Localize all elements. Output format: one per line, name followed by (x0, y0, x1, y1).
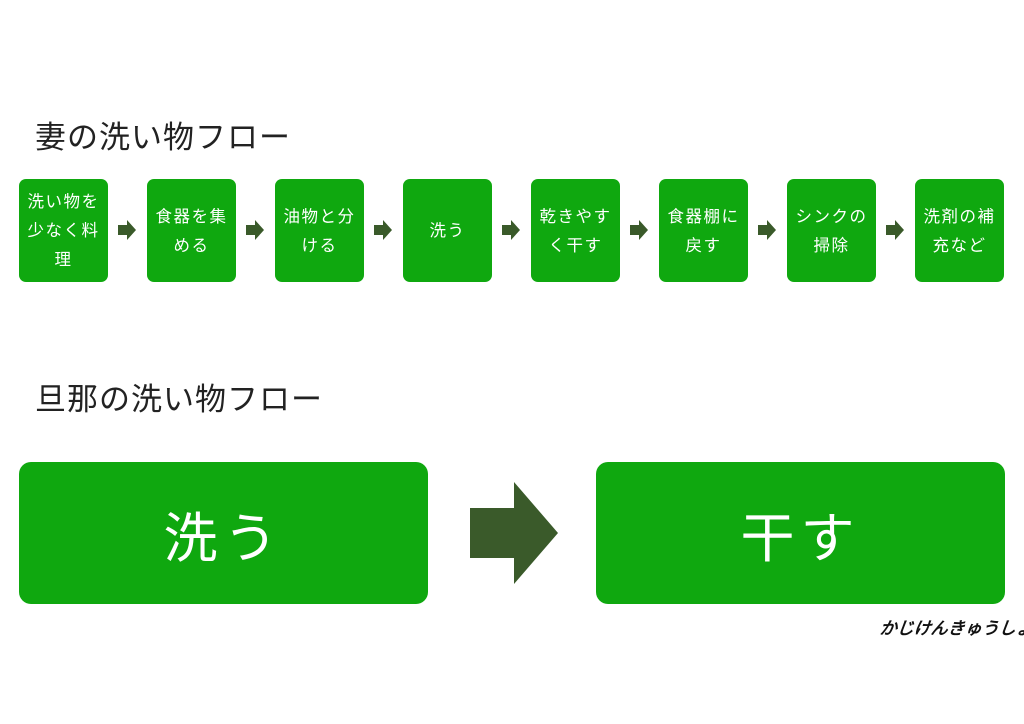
husband-step-label: 干す (740, 506, 861, 570)
arrow-right-icon (630, 220, 648, 240)
wife-step-label: シンクの掃除 (795, 206, 868, 255)
wife-step-2: 食器を集める (147, 179, 236, 282)
husband-step-2: 干す (596, 462, 1005, 604)
husband-flow-title: 旦那の洗い物フロー (35, 382, 323, 418)
arrow-right-icon (374, 220, 392, 240)
arrow-right-icon (758, 220, 776, 240)
wife-step-label: 洗う (429, 221, 466, 240)
wife-step-label: 洗い物を少なく料理 (27, 192, 100, 269)
brand-logo: かじけんきゅうしょ (878, 619, 1024, 639)
wife-step-3: 油物と分ける (275, 179, 364, 282)
arrow-right-icon (886, 220, 904, 240)
arrow-right-icon (502, 220, 520, 240)
husband-step-1: 洗う (19, 462, 428, 604)
wife-step-6: 食器棚に戻す (659, 179, 748, 282)
wife-flow-title: 妻の洗い物フロー (35, 120, 291, 156)
wife-step-label: 洗剤の補充など (923, 206, 996, 255)
wife-step-8: 洗剤の補充など (915, 179, 1004, 282)
wife-step-label: 食器棚に戻す (667, 206, 740, 255)
wife-step-label: 食器を集める (155, 206, 228, 255)
wife-step-1: 洗い物を少なく料理 (19, 179, 108, 282)
wife-step-label: 乾きやすく干す (539, 206, 612, 255)
wife-step-7: シンクの掃除 (787, 179, 876, 282)
arrow-right-icon (118, 220, 136, 240)
wife-step-4: 洗う (403, 179, 492, 282)
wife-step-5: 乾きやすく干す (531, 179, 620, 282)
wife-step-label: 油物と分ける (283, 206, 356, 255)
arrow-right-icon (246, 220, 264, 240)
husband-step-label: 洗う (163, 506, 284, 570)
big-arrow-right-icon (470, 482, 558, 584)
